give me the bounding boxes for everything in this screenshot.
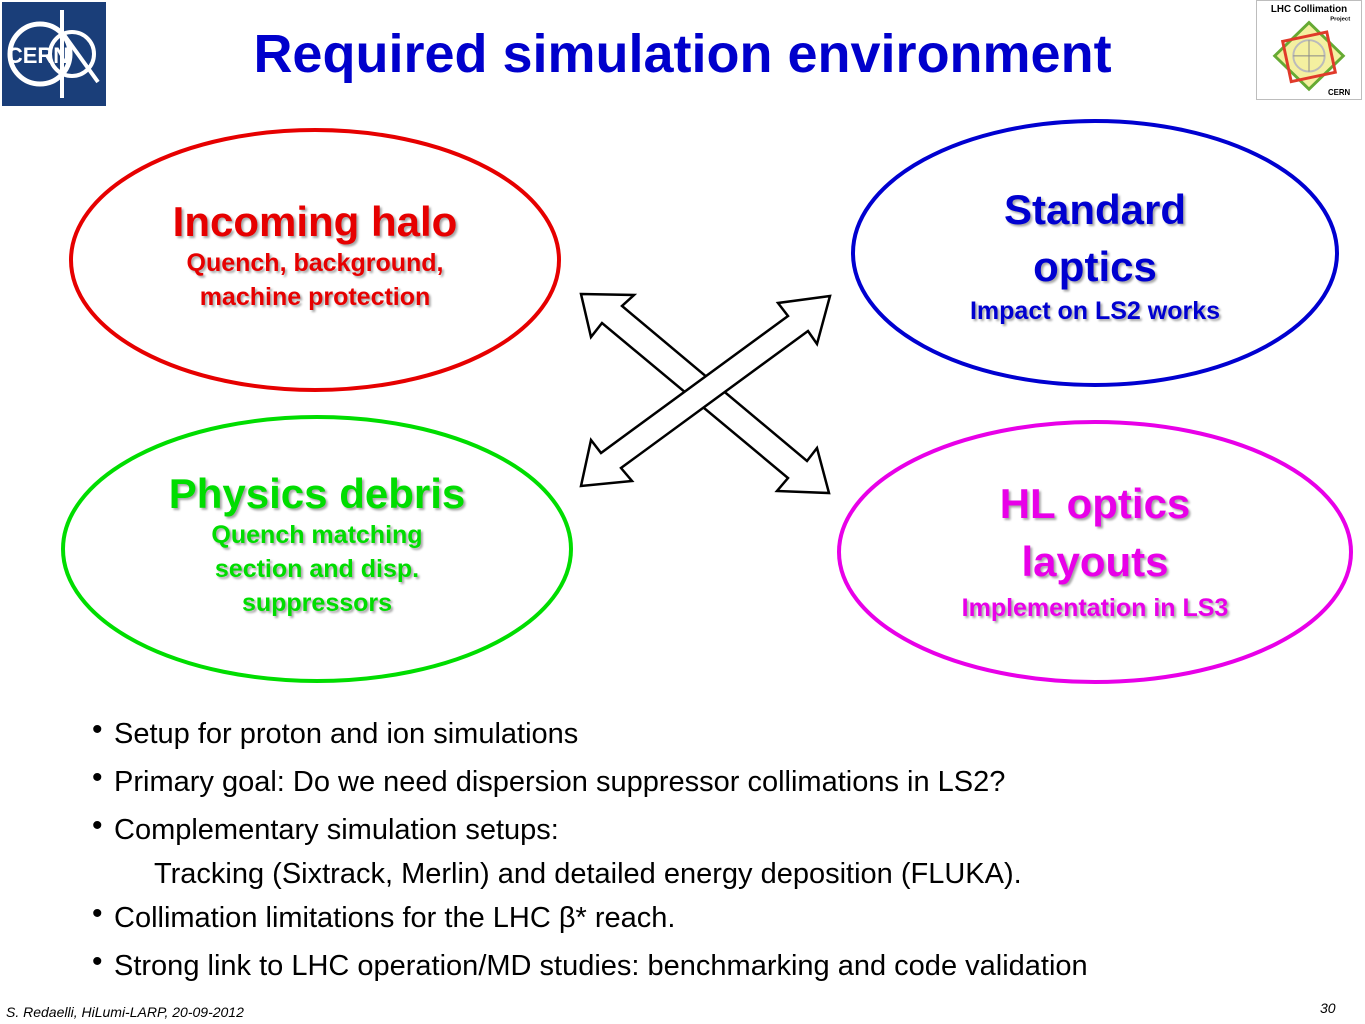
standard-optics-text: Standard optics Impact on LS2 works [895,180,1295,328]
diagram [61,119,1353,684]
incoming-halo-heading: Incoming halo [172,198,458,245]
bullet-item: Complementary simulation setups: Trackin… [92,802,1342,894]
ellipse-hl-optics [837,420,1353,684]
hl-optics-heading: HL optics [999,480,1191,527]
bullet-subline: Tracking (Sixtrack, Merlin) and detailed… [154,858,1022,890]
bullet-item: Primary goal: Do we need dispersion supp… [92,754,1342,806]
ellipse-incoming-halo [69,128,561,392]
bullet-item: Collimation limitations for the LHC β* r… [92,890,1342,942]
slide-title: Required simulation environment [253,24,1112,84]
ellipse-standard-optics [851,119,1339,387]
physics-debris-text: Physics debris Quench matching section a… [110,470,524,620]
incoming-halo-text: Incoming halo Quench, background, machin… [110,198,520,314]
hl-optics-text: HL optics layouts Implementation in LS3 [885,475,1305,625]
double-arrow-diagonal-up [579,294,832,488]
bullet-list: Setup for proton and ion simulations Pri… [92,706,1342,990]
footer-citation: S. Redaelli, HiLumi-LARP, 20-09-2012 [6,1004,244,1020]
bullet-item: Strong link to LHC operation/MD studies:… [92,938,1342,990]
physics-debris-heading: Physics debris [168,470,466,517]
lhc-collimation-logo: LHC Collimation Project CERN [1256,0,1362,100]
svg-text:CERN: CERN [1328,88,1351,97]
cern-logo: CERN [2,2,106,106]
bullet-item: Setup for proton and ion simulations [92,706,1342,758]
standard-optics-heading: Standard [1003,186,1187,233]
cern-logo-text: CERN [7,43,69,68]
page-number: 30 [1320,1000,1336,1016]
svg-text:Project: Project [1330,17,1350,23]
ellipse-physics-debris [61,415,573,683]
svg-text:LHC Collimation: LHC Collimation [1271,4,1347,15]
